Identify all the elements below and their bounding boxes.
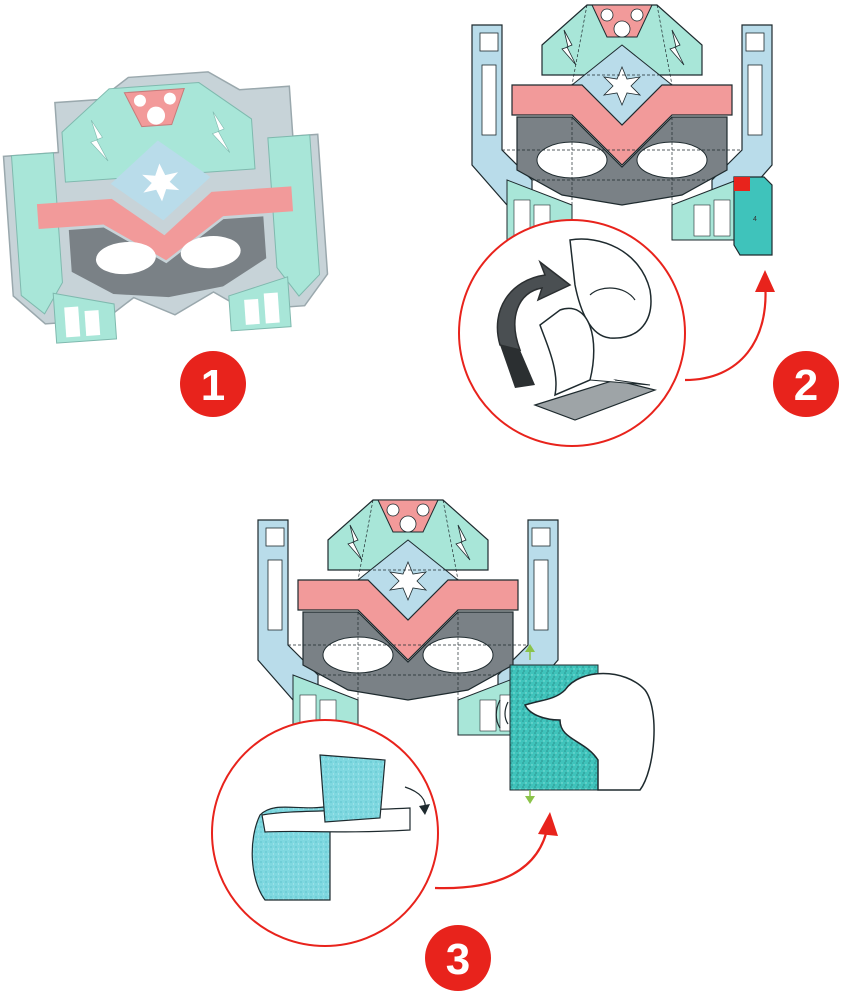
step-1-number: 1	[201, 361, 225, 410]
step-2-badge: 2	[773, 351, 839, 417]
step-1-badge: 1	[180, 351, 246, 417]
step-2-pointer-arrow	[684, 270, 775, 382]
step-3-number: 3	[446, 935, 470, 984]
step-3-badge: 3	[425, 925, 491, 991]
step-3-foil-hand	[495, 644, 655, 804]
step-3-pointer-arrow	[434, 812, 558, 890]
step-2-detail-circle	[458, 219, 686, 447]
step-3-detail-circle	[211, 719, 439, 947]
step-1-assembled-mask	[2, 71, 329, 344]
step-2-flat-mask: 4	[471, 4, 773, 256]
svg-text:4: 4	[753, 216, 757, 223]
step-2-number: 2	[794, 361, 818, 410]
